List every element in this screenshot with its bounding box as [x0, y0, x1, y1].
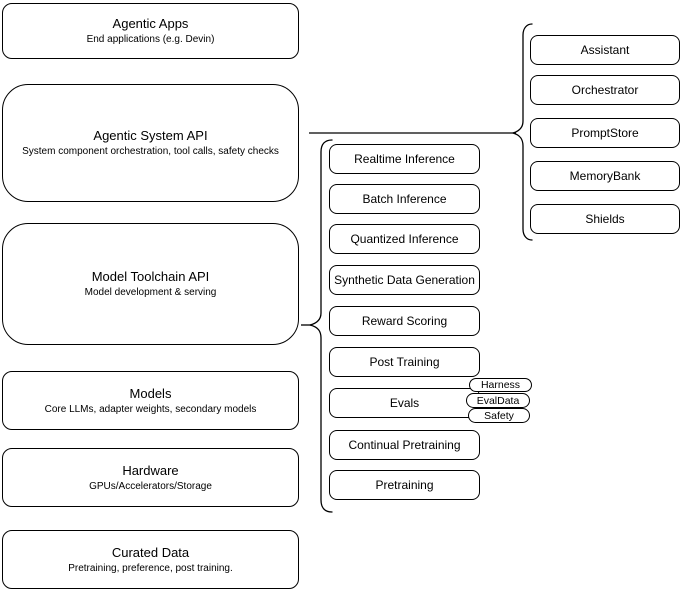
node-shields: Shields	[530, 204, 680, 234]
node-label: Synthetic Data Generation	[334, 273, 475, 287]
brace-right-column	[510, 23, 533, 241]
node-subtitle: End applications (e.g. Devin)	[86, 34, 215, 45]
node-label: Realtime Inference	[354, 152, 455, 166]
node-reward-scoring: Reward Scoring	[329, 306, 480, 336]
node-label: Orchestrator	[571, 83, 639, 97]
node-subtitle: Core LLMs, adapter weights, secondary mo…	[44, 403, 257, 415]
node-models: Models Core LLMs, adapter weights, secon…	[2, 371, 299, 430]
node-title: Agentic Apps	[112, 16, 189, 31]
tag-harness: Harness	[469, 378, 532, 392]
tag-label: Safety	[484, 409, 514, 422]
node-realtime-inference: Realtime Inference	[329, 144, 480, 174]
node-pretraining: Pretraining	[329, 470, 480, 500]
node-model-toolchain-api: Model Toolchain API Model development & …	[2, 223, 299, 345]
node-label: Quantized Inference	[350, 232, 459, 246]
node-hardware: Hardware GPUs/Accelerators/Storage	[2, 448, 299, 507]
node-title: Curated Data	[111, 544, 190, 560]
node-post-training: Post Training	[329, 347, 480, 377]
node-label: Continual Pretraining	[348, 438, 461, 452]
tag-label: EvalData	[476, 394, 520, 407]
node-orchestrator: Orchestrator	[530, 75, 680, 105]
node-evals: Evals	[329, 388, 480, 418]
node-label: Post Training	[369, 355, 440, 369]
node-subtitle: Model development & serving	[84, 287, 217, 298]
node-label: Batch Inference	[362, 192, 447, 206]
node-quantized-inference: Quantized Inference	[329, 224, 480, 254]
node-batch-inference: Batch Inference	[329, 184, 480, 214]
node-subtitle: Pretraining, preference, post training.	[68, 562, 233, 574]
node-label: Reward Scoring	[361, 314, 448, 328]
node-title: Agentic System API	[93, 128, 208, 143]
node-synthetic-data-generation: Synthetic Data Generation	[329, 265, 480, 295]
brace-middle-column	[309, 139, 333, 513]
node-agentic-system-api: Agentic System API System component orch…	[2, 84, 299, 202]
node-title: Hardware	[122, 462, 179, 478]
tag-evaldata: EvalData	[466, 393, 530, 408]
node-title: Models	[129, 385, 172, 401]
node-continual-pretraining: Continual Pretraining	[329, 430, 480, 460]
node-label: Assistant	[580, 43, 630, 57]
node-memorybank: MemoryBank	[530, 161, 680, 191]
node-subtitle: GPUs/Accelerators/Storage	[89, 480, 212, 492]
node-label: Pretraining	[375, 478, 434, 492]
node-label: MemoryBank	[569, 169, 641, 183]
node-label: PromptStore	[571, 126, 639, 140]
node-label: Evals	[389, 396, 420, 410]
tag-label: Harness	[480, 379, 521, 391]
node-subtitle: System component orchestration, tool cal…	[22, 146, 279, 157]
node-label: Shields	[585, 212, 625, 226]
node-agentic-apps: Agentic Apps End applications (e.g. Devi…	[2, 3, 299, 59]
node-promptstore: PromptStore	[530, 118, 680, 148]
node-title: Model Toolchain API	[91, 269, 210, 284]
node-curated-data: Curated Data Pretraining, preference, po…	[2, 530, 299, 589]
node-assistant: Assistant	[530, 35, 680, 65]
tag-safety: Safety	[468, 408, 530, 423]
